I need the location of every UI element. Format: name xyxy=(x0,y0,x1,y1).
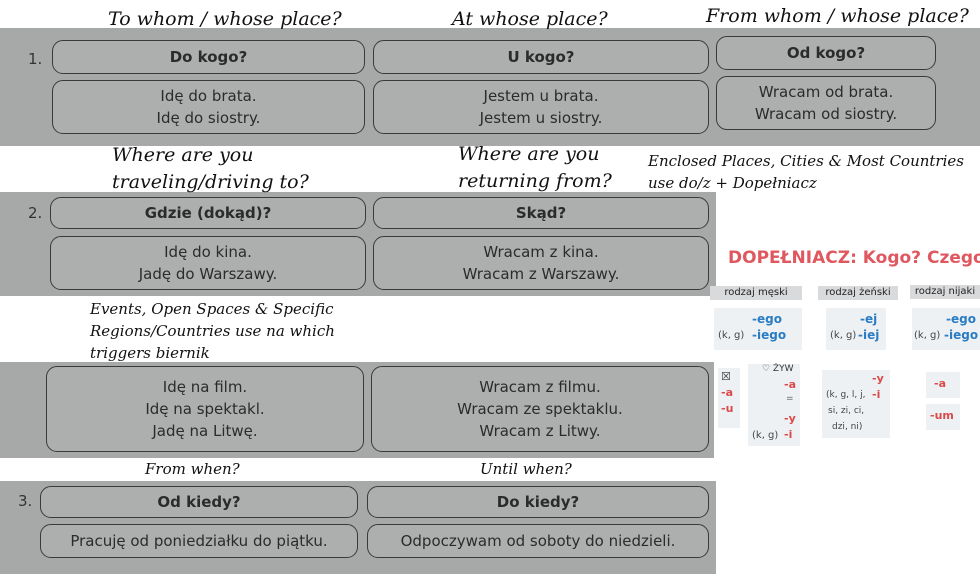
question-do-kiedy: Do kiedy? xyxy=(367,486,709,518)
to-whom-note: To whom / whose place? xyxy=(108,8,342,30)
question-skad: Skąd? xyxy=(373,197,709,229)
answer-gdzie: Idę do kina.Jadę do Warszawy. xyxy=(50,236,366,290)
section2-number: 2. xyxy=(28,204,43,222)
answer-do-kogo: Idę do brata.Idę do siostry. xyxy=(52,80,365,134)
answer-skad: Wracam z kina.Wracam z Warszawy. xyxy=(373,236,709,290)
gender-header-neut: rodzaj nijaki xyxy=(910,285,980,299)
noun-masc-animate-cell: ♡ ŻYW -a = -y (k, g) -i xyxy=(748,364,800,446)
from-when-note: From when? xyxy=(145,460,240,478)
gender-header-fem: rodzaj żeński xyxy=(818,286,898,300)
inanimate-icon: ☒ xyxy=(721,370,731,383)
answer-od-kogo: Wracam od brata.Wracam od siostry. xyxy=(716,76,936,130)
question-do-kogo: Do kogo? xyxy=(52,40,365,74)
noun-neut-a-cell: -a xyxy=(926,372,960,398)
until-when-note: Until when? xyxy=(480,460,572,478)
answer-do-kiedy: Odpoczywam od soboty do niedzieli. xyxy=(367,524,709,558)
gender-header-masc: rodzaj męski xyxy=(710,286,802,300)
answer-od-kiedy: Pracuję od poniedziałku do piątku. xyxy=(40,524,358,558)
enclosed-places-note: Enclosed Places, Cities & Most Countries… xyxy=(648,152,964,192)
question-od-kogo: Od kogo? xyxy=(716,36,936,70)
section3-number: 3. xyxy=(18,492,33,510)
adj-masc-cell: -ego (k, g) -iego xyxy=(714,308,802,350)
noun-fem-cell: -y (k, g, l, j, -i si, zi, ci, dzi, ni) xyxy=(822,370,890,438)
answer-na-skad: Wracam z filmu.Wracam ze spektaklu.Wraca… xyxy=(371,366,709,452)
answer-u-kogo: Jestem u brata.Jestem u siostry. xyxy=(373,80,709,134)
adj-neut-cell: -ego (k, g) -iego xyxy=(912,308,980,350)
from-whom-note: From whom / whose place? xyxy=(706,5,969,27)
adj-fem-cell: -ej (k, g) -iej xyxy=(826,308,886,350)
noun-masc-inanimate-cell: ☒ -a -u xyxy=(718,368,740,428)
noun-neut-um-cell: -um xyxy=(926,404,960,430)
question-u-kogo: U kogo? xyxy=(373,40,709,74)
at-whose-note: At whose place? xyxy=(452,8,608,30)
dopelniacz-title: DOPEŁNIACZ: Kogo? Czego? xyxy=(728,248,980,268)
question-od-kiedy: Od kiedy? xyxy=(40,486,358,518)
animate-icon: ♡ ŻYW xyxy=(762,364,794,374)
section1-number: 1. xyxy=(28,50,43,68)
question-gdzie: Gdzie (dokąd)? xyxy=(50,197,366,229)
answer-na-gdzie: Idę na film.Idę na spektakl.Jadę na Litw… xyxy=(46,366,364,452)
